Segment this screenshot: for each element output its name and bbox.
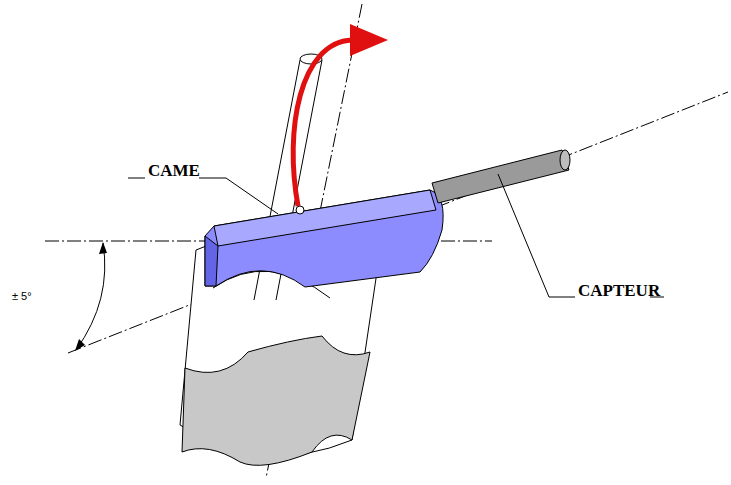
sensor-axis	[68, 92, 728, 353]
part-label: CAME	[148, 162, 200, 179]
angle-arrowhead	[99, 242, 107, 254]
dimension-label: ± 5°	[12, 291, 32, 302]
cam-top	[214, 190, 436, 246]
leader-line	[498, 174, 664, 297]
cam-side	[205, 236, 218, 286]
angle-arrowhead	[75, 339, 85, 351]
sensor-rod	[432, 150, 569, 203]
angle-arc	[76, 243, 105, 350]
rotation-arrow	[293, 40, 352, 206]
sensor-end	[560, 150, 570, 170]
pivot-dot	[296, 206, 304, 214]
part-label: CAPTEUR	[578, 282, 660, 299]
cam	[205, 190, 443, 287]
rotation-arrowhead	[350, 24, 388, 56]
section-hatch	[182, 336, 370, 465]
leader-line	[128, 178, 278, 214]
